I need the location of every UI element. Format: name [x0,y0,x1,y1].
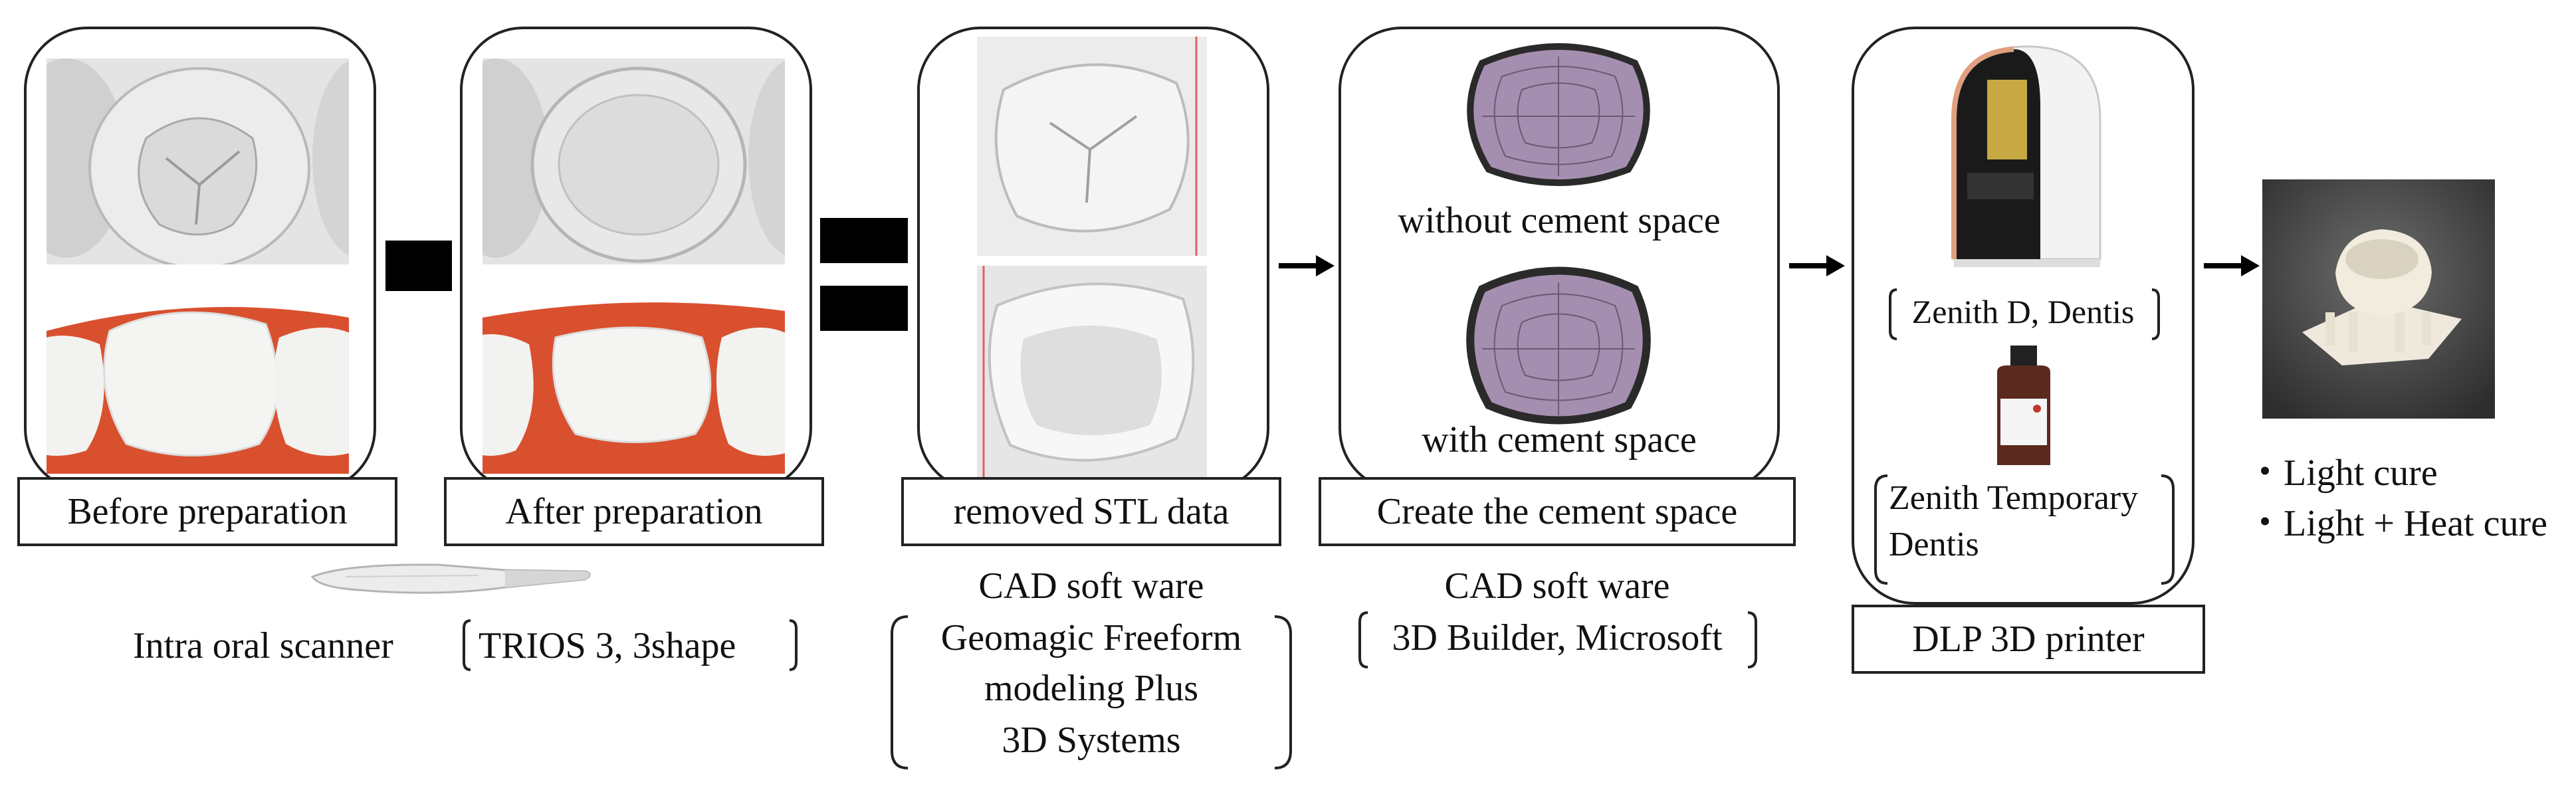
cad2-bracket-text: 3D Builder, Microsoft [1392,617,1723,658]
without-cement-mesh-image [1467,43,1650,186]
resin-caption-bracket [1874,474,2175,585]
cad1-line2: modeling Plus [984,668,1199,709]
intra-oral-scanner-image [310,563,591,594]
cad1-line1: Geomagic Freeform [940,617,1242,658]
cad1-title: CAD soft ware [978,565,1204,607]
with-cement-caption: with cement space [1422,419,1697,460]
removed-bottom-image [977,266,1207,477]
cad1-line3: 3D Systems [1002,720,1181,761]
cad2-title: CAD soft ware [1444,565,1670,607]
equals-icon [820,218,908,263]
cad2-bracket [1358,611,1757,668]
removed-top-image [977,37,1207,256]
before-scan-image [47,58,349,264]
scanner-caption-prefix: Intra oral scanner [133,625,393,666]
after-scan-image [483,58,785,264]
printer-label: DLP 3D printer [1852,605,2205,674]
with-cement-mesh-image [1466,266,1651,425]
cement-label: Create the cement space [1319,477,1796,546]
right-arrow-icon [1279,255,1335,276]
result-bullet-2: ・Light + Heat cure [2246,503,2547,544]
right-arrow-icon-2 [1789,255,1845,276]
resin-caption-line1: Zenith Temporary [1889,479,2139,517]
printer-device-image [1951,45,2101,267]
removed-label: removed STL data [901,477,1281,546]
scanner-caption-bracket [463,619,798,671]
printed-crown-photo [2262,179,2495,419]
without-cement-caption: without cement space [1398,200,1721,241]
minus-icon [385,241,452,291]
before-teeth-image [47,278,349,474]
printer-device-caption: Zenith D, Dentis [1911,293,2135,330]
after-teeth-image [483,278,785,474]
device-caption-bracket [1889,288,2160,340]
scanner-caption-bracket-text: TRIOS 3, 3shape [479,625,736,666]
after-label: After preparation [444,477,824,546]
result-bullet-1: ・Light cure [2246,452,2438,494]
resin-caption-line2: Dentis [1889,526,1979,563]
right-arrow-icon-3 [2204,255,2260,276]
resin-bottle-image [1997,346,2050,465]
before-label: Before preparation [17,477,397,546]
equals-icon-lower-bar [820,286,908,331]
cad1-bracket [888,614,1295,771]
